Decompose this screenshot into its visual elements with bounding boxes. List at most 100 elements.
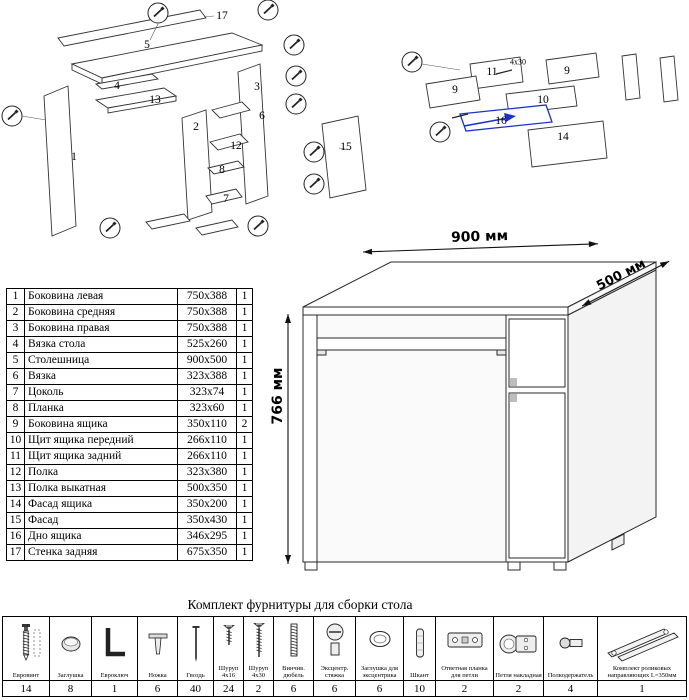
part-qty: 1	[236, 496, 253, 513]
hardware-item-qty: 4	[543, 680, 597, 696]
part-qty: 1	[236, 320, 253, 337]
part-number: 13	[6, 480, 25, 497]
hardware-item-label: Евроключ	[100, 671, 129, 679]
screw-4x30-icon	[244, 617, 273, 665]
hardware-item-nail: Гвоздь	[177, 617, 213, 680]
part-right-side	[237, 63, 269, 205]
nail-icon	[179, 617, 213, 672]
euro-screw-icon	[9, 617, 43, 672]
tray-rail	[316, 349, 327, 356]
part-number: 5	[6, 352, 25, 369]
hardware-item-drawer-slides: Комплект роликовых направляющих L=350мм	[597, 617, 686, 680]
assembled-desk-drawing: 900 мм 500 мм 766 мм	[270, 228, 670, 571]
part-number: 17	[6, 544, 25, 561]
part-qty: 1	[236, 304, 253, 321]
hardware-item-dowel: Шкант	[403, 617, 435, 680]
part-door	[321, 115, 367, 199]
part-number: 3	[6, 320, 25, 337]
hardware-item-qty: 2	[243, 680, 273, 696]
part-name: Боковина средняя	[24, 304, 178, 321]
part-shelf	[209, 133, 249, 151]
part-number: 11	[6, 448, 25, 465]
part-qty: 1	[236, 544, 253, 561]
part-middle-side	[181, 109, 213, 221]
tray-rail	[496, 349, 507, 356]
dowel-icon	[404, 617, 435, 672]
part-name: Боковина ящика	[24, 416, 178, 433]
cam-cap-icon	[363, 617, 397, 665]
part-size: 346x295	[177, 528, 237, 545]
hardware-item-qty: 24	[213, 680, 243, 696]
part-brace	[211, 101, 251, 119]
part-qty: 1	[236, 480, 253, 497]
desk-left-panel	[302, 314, 318, 563]
hardware-item-qty: 40	[177, 680, 213, 696]
hardware-item-label: Шкант	[410, 671, 429, 679]
foot-icon	[141, 617, 175, 672]
drawer-exploded-drawing	[400, 50, 679, 168]
hinge-plate-icon	[440, 617, 490, 665]
part-number: 6	[6, 368, 25, 385]
hardware-item-hinge-plate: Ответная планка для петли	[435, 617, 493, 680]
insert-direction-arrowhead	[504, 113, 516, 122]
part-qty: 1	[236, 512, 253, 529]
hardware-item-cap-plug: Заглушка	[49, 617, 91, 680]
hardware-item-label: Заглушка для эксцентрика	[360, 664, 399, 679]
hardware-item-label: Евровинт	[12, 671, 40, 679]
part-size: 675x350	[177, 544, 237, 561]
hardware-item-label: Шуруп 4x16	[218, 664, 239, 679]
part-number: 4	[6, 336, 25, 353]
desk-foot	[611, 533, 625, 551]
hardware-item-qty: 14	[3, 680, 49, 696]
hardware-item-screw-4x16: Шуруп 4x16	[213, 617, 243, 680]
hardware-item-qty: 8	[49, 680, 91, 696]
drawer-facade	[527, 120, 608, 168]
desk-open-compartment	[316, 314, 507, 563]
drawer-slide-rail	[659, 55, 679, 103]
part-name: Полка выкатная	[24, 480, 178, 497]
part-size: 750x388	[177, 288, 237, 305]
desk-foot	[304, 561, 318, 571]
main-exploded-drawing	[0, 0, 367, 240]
part-size: 266x110	[177, 432, 237, 449]
hardware-item-screw-4x30: Шуруп 4x30	[243, 617, 273, 680]
part-name: Щит ящика передний	[24, 432, 178, 449]
part-qty: 1	[236, 528, 253, 545]
part-qty: 1	[236, 288, 253, 305]
desk-top-front-edge	[302, 306, 569, 316]
insert-direction-arrow	[463, 117, 509, 127]
door-handle-groove	[510, 394, 517, 402]
hardware-item-qty: 1	[597, 680, 686, 696]
part-size: 323x380	[177, 464, 237, 481]
height-dimension-arrow: 766 мм	[270, 314, 291, 564]
hardware-item-qty: 1	[91, 680, 137, 696]
part-qty: 1	[236, 464, 253, 481]
threaded-dowel-icon	[277, 617, 311, 665]
part-number: 1	[6, 288, 25, 305]
part-tray-edge	[107, 95, 177, 114]
part-name: Столешница	[24, 352, 178, 369]
part-number: 15	[6, 512, 25, 529]
drawer-side-panel	[425, 75, 481, 109]
hardware-item-qty: 2	[435, 680, 493, 696]
hinge-icon	[496, 617, 542, 672]
shelf-pin-icon	[554, 617, 588, 672]
part-qty: 1	[236, 352, 253, 369]
hardware-item-label: Винчив. дюбель	[282, 664, 305, 679]
part-number: 2	[6, 304, 25, 321]
desk-right-side-panel	[567, 269, 657, 563]
part-size: 500x350	[177, 480, 237, 497]
part-name: Боковина левая	[24, 288, 178, 305]
part-name: Планка	[24, 400, 178, 417]
part-size: 750x388	[177, 304, 237, 321]
part-size: 323x60	[177, 400, 237, 417]
drawer-slides-icon	[602, 617, 682, 665]
hex-key-icon	[98, 617, 132, 672]
part-drawer-piece	[195, 219, 239, 236]
